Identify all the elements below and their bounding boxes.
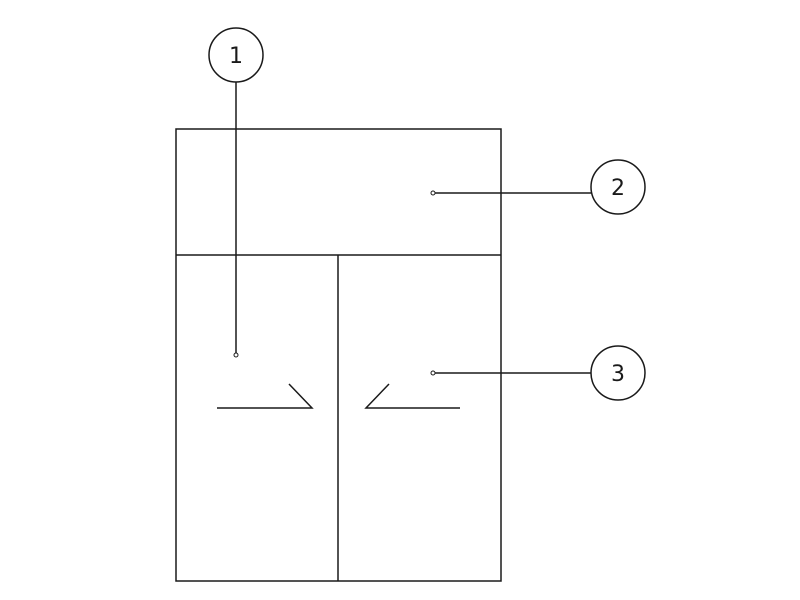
callout-2-circle (590, 159, 646, 215)
right-door-swing-symbol (364, 383, 460, 409)
callout-1: 1 (208, 27, 264, 83)
callout-3-number: 3 (611, 362, 625, 387)
callout-3-anchor (430, 370, 436, 376)
callout-3-circle (590, 345, 646, 401)
callout-2-number: 2 (611, 176, 625, 201)
callout-2: 2 (590, 159, 646, 215)
callout-1-number: 1 (229, 44, 243, 69)
callout-2-anchor (430, 190, 436, 196)
left-door-swing-symbol (217, 383, 314, 409)
callout-1-circle (208, 27, 264, 83)
callout-1-anchor (233, 352, 239, 358)
callout-3: 3 (590, 345, 646, 401)
